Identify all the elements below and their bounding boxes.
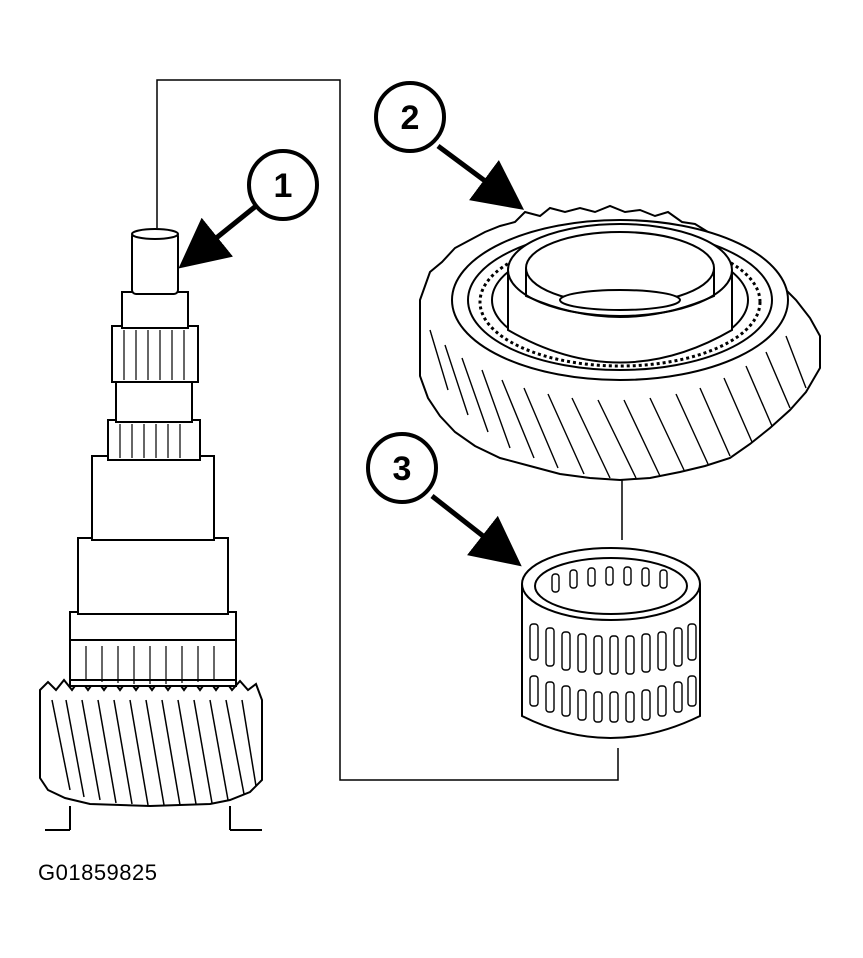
callout-2: 2 [374,81,446,153]
input-shaft [39,228,263,831]
needle-bearing [521,547,701,739]
callout-label-1: 1 [274,167,293,205]
callout-3: 3 [366,432,438,504]
figure-id: G01859825 [38,860,158,885]
helical-gear [419,204,821,482]
callout-label-2: 2 [401,99,420,137]
shaft-helical-gear [39,677,263,808]
callout-label-3: 3 [393,450,412,488]
assembly-lines [156,79,623,781]
callout-1: 1 [247,149,319,221]
callout-arrows [178,143,525,567]
callout-arrow-2 [436,143,525,210]
callout-arrow-1 [178,204,258,269]
callout-arrow-3 [430,494,522,567]
